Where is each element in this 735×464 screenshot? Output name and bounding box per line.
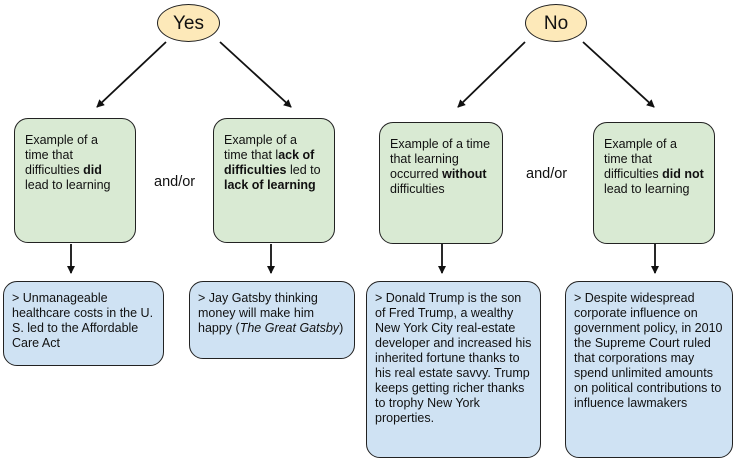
no-difficulties-no-learning-box: Example of a time that difficulties did … bbox=[593, 122, 715, 244]
arrow-no-to-right bbox=[582, 41, 655, 108]
example-box-healthcare: > Unmanageable healthcare costs in the U… bbox=[3, 281, 164, 366]
and-or-right: and/or bbox=[526, 166, 568, 182]
no-node: No bbox=[525, 4, 587, 42]
no-learning-without-difficulties-box: Example of a time that learning occurred… bbox=[379, 122, 503, 244]
yes-label: Yes bbox=[173, 12, 204, 34]
yes-difficulties-learning-box: Example of a time that difficulties did … bbox=[14, 118, 136, 243]
example-box-supreme-court: > Despite widespread corporate influence… bbox=[565, 281, 733, 458]
arrow-yes-to-right bbox=[219, 41, 292, 108]
yes-lack-difficulties-box: Example of a time that lack of difficult… bbox=[213, 118, 335, 243]
and-or-left: and/or bbox=[154, 174, 196, 190]
example-box-gatsby: > Jay Gatsby thinking money will make hi… bbox=[189, 281, 355, 359]
arrow-no-to-left bbox=[457, 41, 526, 108]
arrow-yes-to-left bbox=[96, 41, 167, 108]
no-label: No bbox=[543, 12, 569, 34]
yes-node: Yes bbox=[157, 4, 220, 42]
example-box-trump: > Donald Trump is the son of Fred Trump,… bbox=[366, 281, 541, 458]
